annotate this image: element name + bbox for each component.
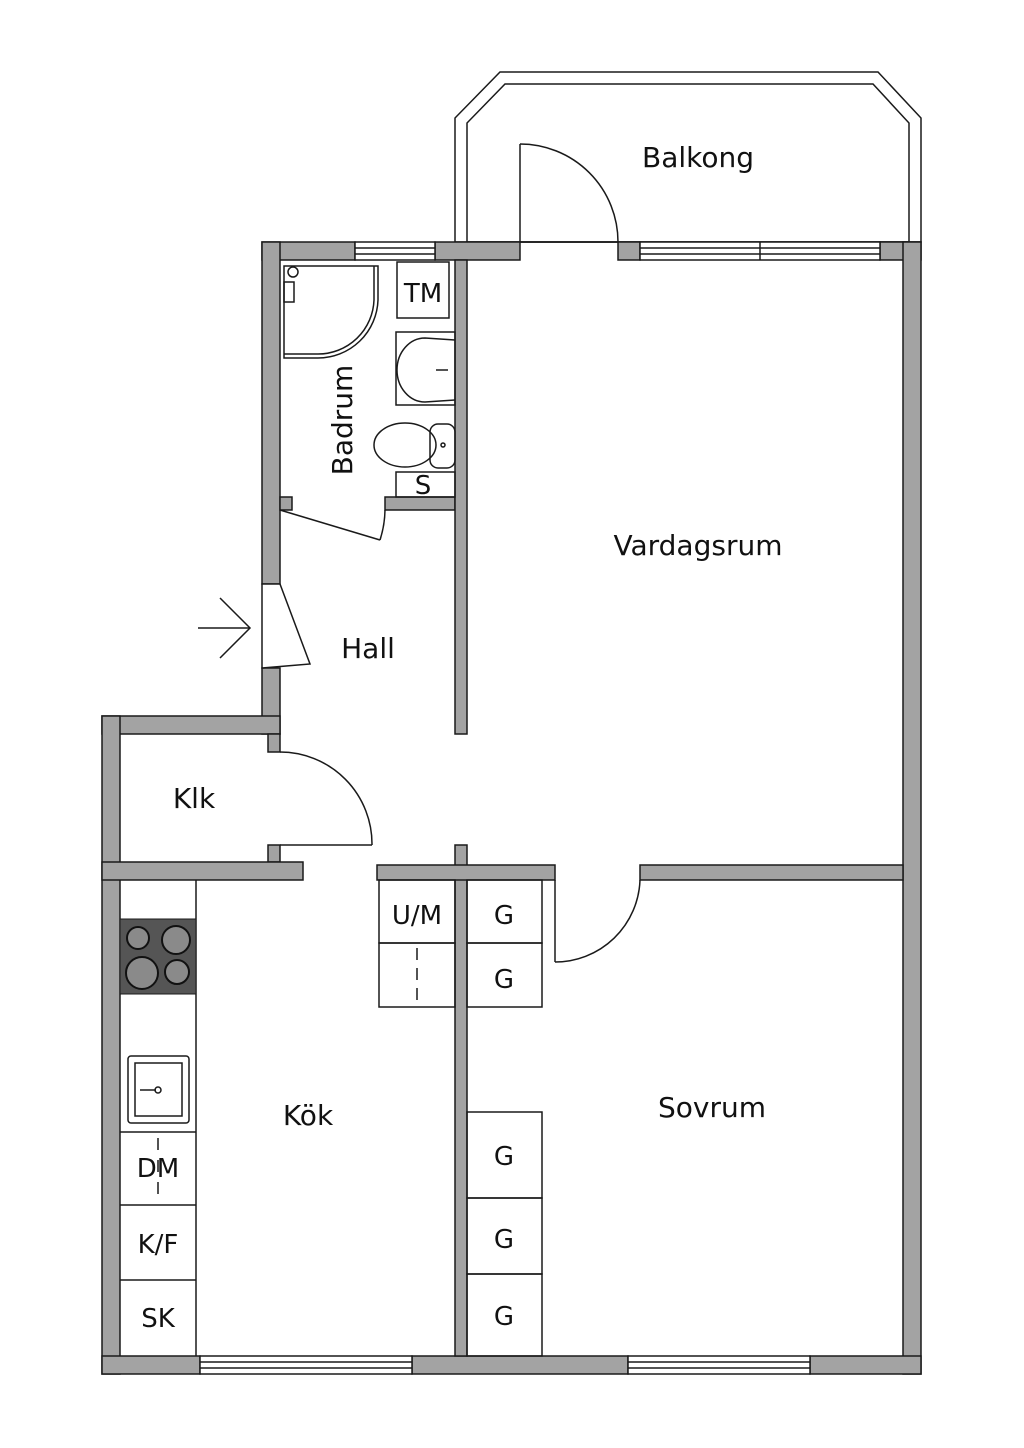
room-label-hall: Hall — [341, 632, 395, 665]
dm-label: DM — [137, 1154, 179, 1184]
windows — [199, 241, 881, 1375]
entrance-arrow-icon — [198, 597, 252, 659]
room-label-bathroom: Badrum — [326, 365, 359, 476]
room-label-balcony: Balkong — [642, 141, 754, 174]
toilet — [373, 422, 456, 469]
doors — [261, 143, 641, 963]
room-label-closet: Klk — [173, 782, 216, 815]
shower — [283, 265, 379, 359]
wardrobe-label: G — [494, 1225, 514, 1255]
room-label-living: Vardagsrum — [614, 529, 783, 562]
walls — [101, 241, 922, 1375]
um-label: U/M — [392, 901, 442, 931]
s-label: S — [415, 471, 432, 501]
wardrobe-label: G — [494, 965, 514, 995]
storage-s — [395, 471, 456, 498]
wardrobes — [466, 879, 543, 1357]
um-cabinet — [378, 879, 456, 1008]
washing-machine — [396, 261, 450, 319]
sink — [395, 331, 456, 406]
wardrobe-label: G — [494, 1302, 514, 1332]
room-label-bedroom: Sovrum — [658, 1091, 766, 1124]
sk-label: SK — [141, 1304, 176, 1334]
kitchen-sink — [127, 1055, 190, 1124]
kitchen-counter — [119, 880, 197, 1356]
wardrobe-label: G — [494, 901, 514, 931]
room-label-kitchen: Kök — [283, 1099, 334, 1132]
tm-label: TM — [403, 279, 442, 309]
wardrobe-label: G — [494, 1142, 514, 1172]
kf-label: K/F — [138, 1230, 179, 1260]
